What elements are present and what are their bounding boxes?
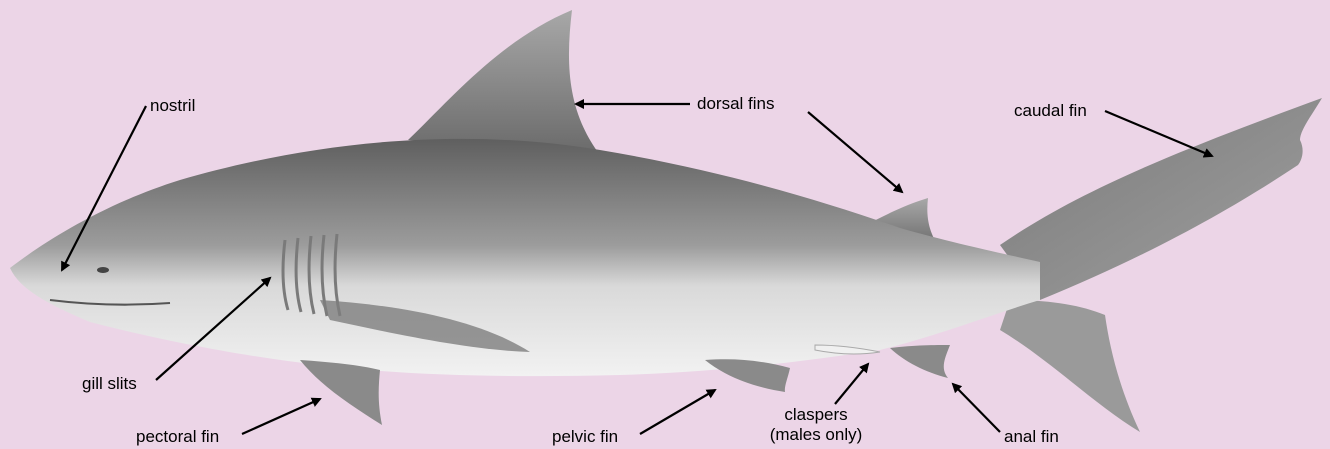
arrow-claspers [835, 364, 868, 404]
label-pelvic-fin: pelvic fin [552, 427, 618, 447]
anal-fin [890, 345, 950, 378]
first-dorsal-fin [408, 10, 600, 155]
eye [97, 267, 109, 273]
caudal-fin-upper [1000, 98, 1322, 300]
label-pectoral-fin: pectoral fin [136, 427, 219, 447]
shark-body [10, 139, 1040, 376]
label-claspers-line2: (males only) [764, 425, 868, 445]
pectoral-fin [300, 360, 382, 425]
pelvic-fin [705, 359, 790, 392]
arrow-caudal-fin [1105, 111, 1212, 156]
arrow-anal-fin [953, 384, 1000, 432]
arrow-pectoral-fin [242, 399, 320, 434]
label-dorsal-fins: dorsal fins [697, 94, 774, 114]
label-claspers-line1: claspers [764, 405, 868, 425]
label-caudal-fin: caudal fin [1014, 101, 1087, 121]
label-nostril: nostril [150, 96, 195, 116]
label-gill-slits: gill slits [82, 374, 137, 394]
arrow-dorsal-second [808, 112, 902, 192]
arrow-pelvic-fin [640, 390, 715, 434]
caudal-fin-lower [1000, 300, 1140, 432]
label-anal-fin: anal fin [1004, 427, 1059, 447]
label-claspers: claspers (males only) [764, 405, 868, 445]
